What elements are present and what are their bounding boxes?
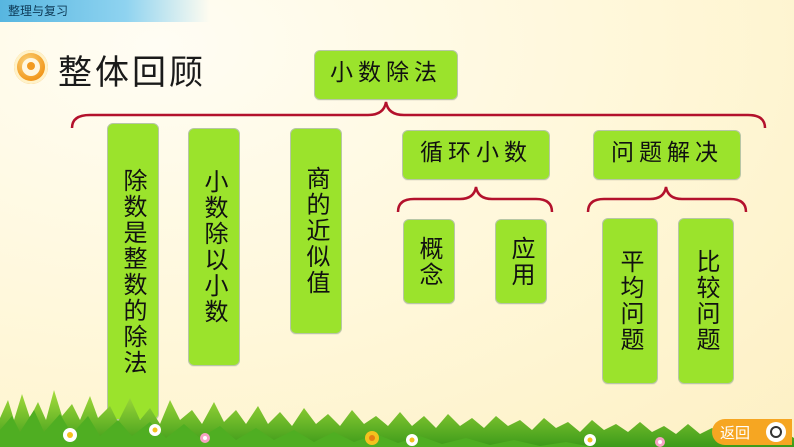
back-button-label: 返回 [720, 424, 751, 442]
branch-integer-divisor: 除数是整数的除法 [107, 123, 159, 420]
q-logo-icon [766, 422, 786, 442]
branch-repeating-decimal: 循环小数 [402, 130, 550, 180]
q-logo-icon [14, 50, 48, 84]
leaf-comparison-problem: 比较问题 [678, 218, 734, 384]
main-brace [70, 101, 767, 129]
leaf-application: 应用 [495, 219, 547, 304]
sub-brace-cycle [396, 186, 554, 213]
page-title: 整体回顾 [58, 53, 206, 93]
sub-brace-problem [586, 186, 748, 213]
header-bar: 整理与复习 [0, 0, 210, 22]
branch-decimal-by-decimal: 小数除以小数 [188, 128, 240, 366]
branch-problem-solving: 问题解决 [593, 130, 741, 180]
branch-approximate-quotient: 商的近似值 [290, 128, 342, 334]
back-button[interactable]: 返回 [712, 419, 792, 445]
leaf-concept: 概念 [403, 219, 455, 304]
grass-decoration [0, 390, 794, 447]
flower-icons [63, 424, 665, 447]
root-node: 小数除法 [314, 50, 458, 100]
section-title: 整理与复习 [8, 4, 69, 18]
leaf-average-problem: 平均问题 [602, 218, 658, 384]
